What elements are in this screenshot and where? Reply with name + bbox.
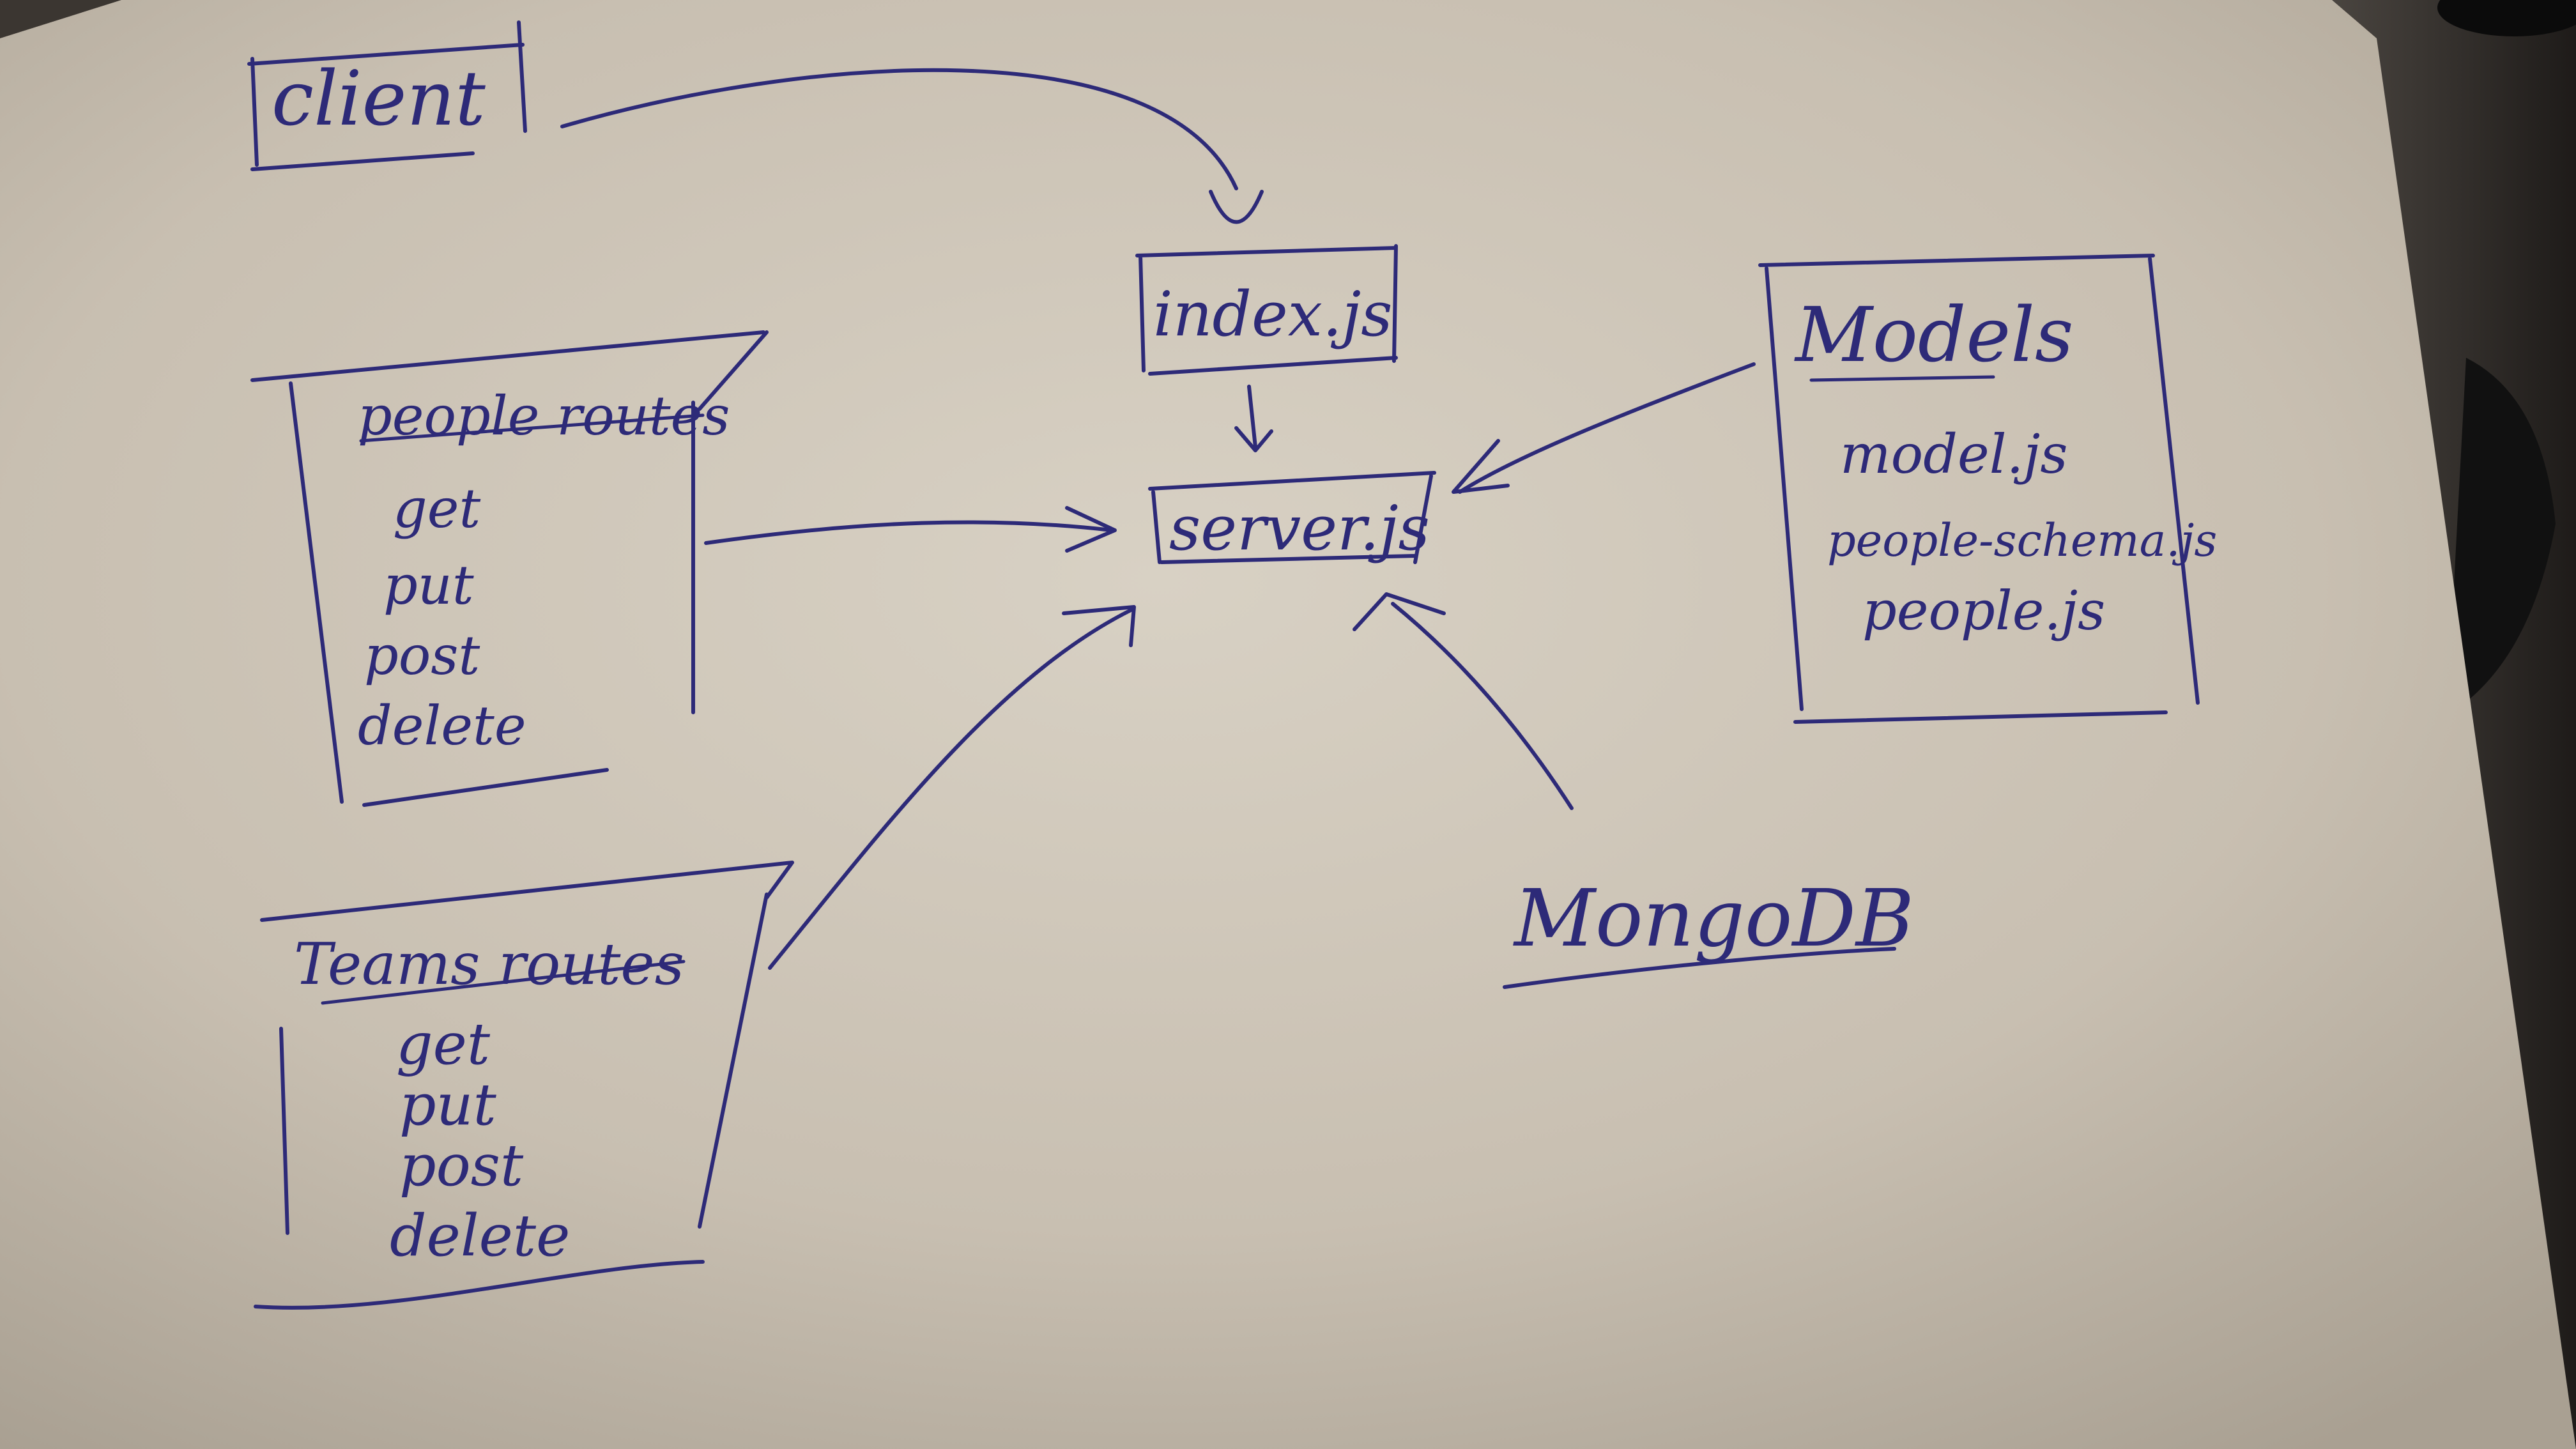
- arrow-people-to-server-head: [1065, 506, 1117, 553]
- people-routes-item: get: [393, 477, 480, 540]
- models-title: Models: [1794, 291, 2074, 379]
- index-node: index.js: [1135, 244, 1398, 376]
- models-box-outline: [1758, 254, 2200, 724]
- teams-routes-item: delete: [390, 1202, 570, 1269]
- mongodb-label: MongoDB: [1513, 873, 1914, 965]
- dark-object: [2447, 358, 2556, 716]
- server-label: server.js: [1169, 493, 1430, 564]
- client-box-outline: [247, 20, 527, 171]
- teams-routes-title-underline: [321, 960, 686, 1005]
- arrow-models-to-server-head: [1452, 439, 1510, 494]
- models-item: people-schema.js: [1827, 514, 2217, 567]
- models-item: model.js: [1840, 423, 2067, 486]
- client-label: client: [272, 54, 486, 142]
- server-box-outline: [1148, 471, 1436, 564]
- people-routes-box-outline: [250, 330, 769, 807]
- teams-routes-box-outline: [254, 861, 794, 1310]
- dark-object-top: [2437, 0, 2576, 36]
- people-routes-item: post: [364, 624, 480, 687]
- teams-routes-item: put: [399, 1071, 497, 1138]
- arrow-mongodb-to-server: [1391, 602, 1574, 810]
- arrow-client-to-index: [560, 68, 1238, 190]
- arrow-client-to-index-head: [1209, 190, 1264, 224]
- ink-drawing: client index.js server.js people routes …: [247, 20, 2217, 1310]
- teams-routes-item: get: [396, 1011, 491, 1078]
- models-title-underline: [1809, 375, 1995, 382]
- people-routes-title-underline: [359, 413, 705, 443]
- models-node: Models model.js people-schema.js people.…: [1758, 254, 2217, 724]
- mongodb-node: MongoDB: [1503, 873, 1914, 989]
- people-routes-title: people routes: [358, 385, 730, 447]
- teams-routes-item: post: [399, 1132, 524, 1199]
- server-node: server.js: [1148, 471, 1436, 564]
- arrow-teams-to-server: [768, 608, 1133, 970]
- teams-routes-node: Teams routes get put post delete: [254, 861, 794, 1310]
- arrow-models-to-server: [1458, 362, 1756, 494]
- arrow-mongodb-to-server-head: [1353, 592, 1446, 631]
- people-routes-node: people routes get put post delete: [250, 330, 769, 807]
- teams-routes-title: Teams routes: [294, 931, 684, 998]
- client-node: client: [247, 20, 527, 171]
- people-routes-item: delete: [358, 694, 526, 757]
- index-label: index.js: [1153, 279, 1392, 350]
- arrow-index-to-server: [1234, 385, 1273, 452]
- arrow-teams-to-server-head: [1062, 605, 1136, 647]
- arrow-people-to-server: [704, 520, 1114, 545]
- index-box-outline: [1135, 244, 1398, 376]
- models-item: people.js: [1862, 579, 2105, 642]
- mongodb-underline: [1503, 947, 1896, 989]
- people-routes-item: put: [383, 554, 474, 617]
